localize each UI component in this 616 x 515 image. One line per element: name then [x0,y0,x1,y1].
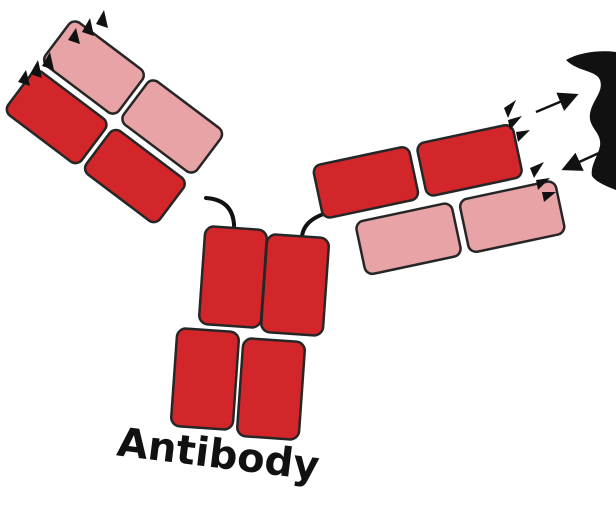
right-arm-heavy-variable-domain [416,124,523,197]
stem-lower-left-domain [171,328,240,430]
right-arm-heavy-constant-domain [312,146,419,219]
stem-upper-left-domain [199,226,268,328]
left-arm [4,18,226,225]
right-arm [312,117,565,281]
antibody-stem [171,226,330,440]
stem-lower-right-domain [237,338,306,440]
right-arm-light-constant-domain [355,202,462,275]
arrow-toward-antigen [536,96,574,112]
stem-upper-right-domain [261,234,330,336]
right-arm-light-variable-domain [459,180,566,253]
antigen-shape [566,51,616,190]
